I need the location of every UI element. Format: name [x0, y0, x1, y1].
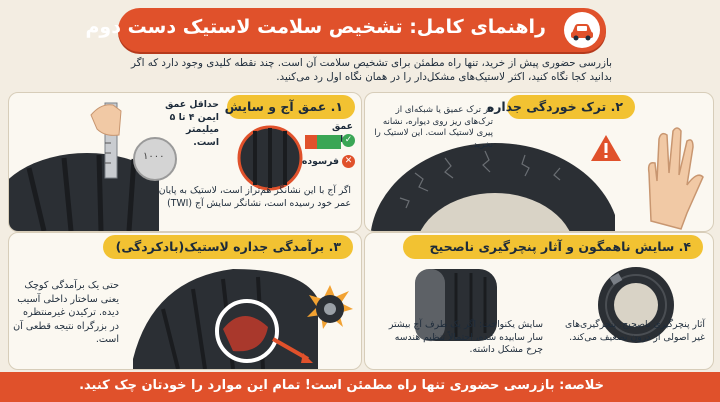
cracks-section-ribbon: ۲. ترک خوردگی جداره	[487, 95, 635, 119]
cracks-section-title: ۲. ترک خوردگی جداره	[486, 99, 623, 114]
footer-summary: خلاصه: بازرسی حضوری تنها راه مطمئن است! …	[79, 378, 604, 393]
depth-bar	[305, 135, 341, 149]
intro-text: بازرسی حضوری پیش از خرید، تنها راه مطمئن…	[130, 57, 612, 83]
improper-repair-note: آثار پنچرگیری ناصحیح: پنچرگیری‌های غیر ا…	[565, 319, 705, 343]
cracked-tire-illustration	[370, 143, 615, 231]
uneven-wear-panel: ۴. سایش ناهمگون و آثار پنچرگیری ناصحیح س…	[364, 232, 714, 370]
car-icon	[564, 12, 600, 48]
cross-icon: ✕	[342, 155, 355, 168]
tread-note: اگر آج با این نشانگر هم‌تراز است، لاستیک…	[158, 185, 351, 209]
tread-depth-panel: ۱۰۰۰ ۱. عمق آج و سایش حداقل عمق ایمن ۴ ت…	[8, 92, 362, 232]
bulge-section-ribbon: ۳. برآمدگی جداره لاستیک(بادکردگی)	[103, 235, 353, 259]
footer-banner: خلاصه: بازرسی حضوری تنها راه مطمئن است! …	[0, 372, 720, 402]
warning-icon	[591, 135, 621, 161]
coin-label: ۱۰۰۰	[143, 151, 165, 162]
cracks-note: هر ترک عمیق یا شبکه‌ای از ترک‌های ریز رو…	[374, 105, 493, 150]
bulge-note: حتی یک برآمدگی کوچک یعنی ساختار داخلی آس…	[13, 280, 119, 345]
uneven-section-title: ۴. سایش ناهمگون و آثار پنچرگیری ناصحیح	[429, 239, 691, 254]
repaired-tire-illustration	[598, 267, 674, 343]
header-banner: راهنمای کامل: تشخیص سلامت لاستیک دست دوم	[85, 8, 606, 52]
worn-label: فرسوده	[301, 156, 339, 167]
tread-section-ribbon: ۱. عمق آج و سایش	[224, 95, 355, 119]
bulged-tire-illustration	[133, 269, 318, 369]
uneven-wear-tire-illustration	[415, 269, 497, 341]
uneven-wear-note: سایش یکنواخت: اگر یک طرف آج بیشتر سار سا…	[388, 319, 543, 355]
check-icon: ✓	[342, 134, 355, 147]
tread-wear-indicator	[237, 125, 303, 191]
page-title: راهنمای کامل: تشخیص سلامت لاستیک دست دوم	[85, 16, 546, 38]
uneven-section-ribbon: ۴. سایش ناهمگون و آثار پنچرگیری ناصحیح	[403, 235, 703, 259]
coin-icon: ۱۰۰۰	[133, 137, 177, 181]
sidewall-cracks-panel: ۲. ترک خوردگی جداره هر ترک عمیق یا شبکه‌…	[364, 92, 714, 232]
stop-hand-icon	[647, 127, 704, 230]
bulge-section-title: ۳. برآمدگی جداره لاستیک(بادکردگی)	[115, 239, 341, 254]
tire-tread-illustration	[9, 102, 159, 231]
tread-section-title: ۱. عمق آج و سایش	[224, 99, 343, 114]
tire-blowout-icon	[307, 285, 353, 329]
sidewall-bulge-panel: ۳. برآمدگی جداره لاستیک(بادکردگی) حتی یک…	[8, 232, 362, 370]
tread-min-depth-text: حداقل عمق ایمن ۴ تا ۵ میلیمتر است.	[165, 99, 219, 148]
